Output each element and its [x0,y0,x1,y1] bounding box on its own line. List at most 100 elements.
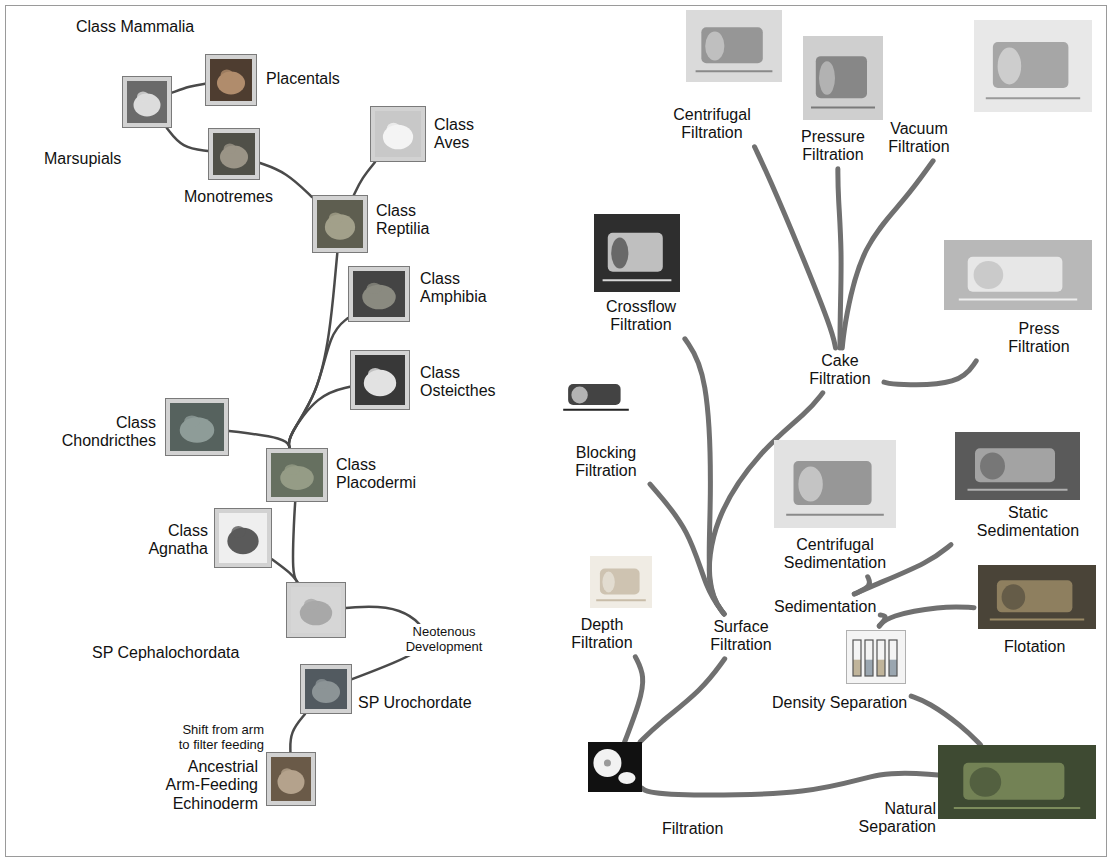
illustration [122,76,172,128]
illustration [266,448,328,502]
photo-subject [137,92,149,102]
photo-node: Filtration [588,742,642,792]
photo-node: Class Chondricthes [165,398,229,456]
photo-subject [980,452,1005,479]
photo-node: Class Reptilia [312,195,368,253]
beaker [877,640,885,676]
node-label: Cake Filtration [800,352,880,389]
illustration [350,350,410,410]
photo-node: Class Aves [370,106,426,162]
photo-node: Class Placodermi [266,448,328,502]
illustration [686,10,782,82]
illustration [846,630,906,684]
illustration [214,508,272,568]
photo-frame [313,196,368,253]
photo-subject [304,599,318,610]
branch-line [289,387,350,448]
photo-subject [231,526,245,538]
photo [355,355,405,405]
photo-subject [963,763,1064,800]
node-label: Press Filtration [998,320,1080,357]
node-label: Centrifugal Filtration [660,106,764,143]
branch-line [685,339,724,614]
photo-subject [281,768,293,779]
photo-node: Static Sedimentation [951,428,1092,545]
photo-subject [224,144,236,154]
photo-subject [705,32,724,61]
photo-frame [215,509,272,568]
photo [219,513,267,563]
photo-subject [571,387,587,404]
illustration [938,745,1096,819]
photo-subject [974,261,1004,289]
photo-subject [993,42,1069,88]
photo-subject [975,448,1055,482]
photo-node: Density Separation [768,626,911,716]
photo-subject [998,48,1022,85]
illustration [974,20,1092,112]
edge-label: Shift from arm to filter feeding [170,722,266,754]
photo-node: Natural Separation [938,745,1096,819]
photo-node: SP Cephalochordata [286,582,346,638]
beaker-liquid [865,660,873,676]
photo-detail [811,106,875,108]
photo-frame [371,107,426,162]
node-label: SP Cephalochordata [92,644,239,662]
photo [213,133,255,175]
photo [170,403,224,451]
photo-subject [568,384,620,405]
illustration [555,374,637,416]
node-label: Sedimentation [774,598,876,616]
photo-subject [329,212,342,224]
photo [774,440,896,528]
branch-line [755,147,836,348]
illustration [370,106,426,162]
illustration [312,195,368,253]
beaker-liquid [877,660,885,676]
photo-frame [351,351,410,410]
illustration [594,214,680,292]
illustration [955,432,1080,500]
node-label: Class Aves [434,116,486,153]
illustration [208,128,260,180]
node-label: Natural Separation [852,800,936,837]
group-heading: Class Mammalia [76,18,194,36]
photo-node: Marsupials [122,76,172,128]
filter-disc [618,772,635,784]
photo-detail [968,489,1068,491]
illustration [266,752,316,806]
branch-line [290,714,305,752]
illustration [348,266,410,322]
branch-line [640,659,725,742]
photo [127,81,167,123]
node-label: Static Sedimentation [968,504,1088,541]
node-label: SP Urochordate [358,694,472,712]
photo-detail [990,618,1084,620]
photo [588,742,642,792]
photo-subject [794,461,872,505]
photo-node: Depth Filtration [562,552,656,657]
photo-subject [798,466,822,501]
photo [353,271,405,317]
beaker [865,640,873,676]
node-label: Class Placodermi [336,456,430,493]
edge-label-holder: Neotenous Development [402,624,486,656]
photo-subject [285,464,300,475]
photo [271,757,311,801]
branch-line [879,607,974,626]
text-node: Cake Filtration [796,348,884,393]
photo-subject [819,61,835,95]
illustration [944,240,1092,310]
edge-label: Neotenous Development [402,624,486,656]
illustration [803,36,883,120]
branch-line [838,169,841,348]
branch-line [884,361,976,385]
photo [803,36,883,120]
photo-node: Blocking Filtration [551,370,650,485]
beaker [889,640,897,676]
photo-subject [701,27,762,63]
label-holder: Class Mammalia [76,18,194,36]
photo-subject [368,368,382,380]
photo-node: Placentals [205,54,257,106]
